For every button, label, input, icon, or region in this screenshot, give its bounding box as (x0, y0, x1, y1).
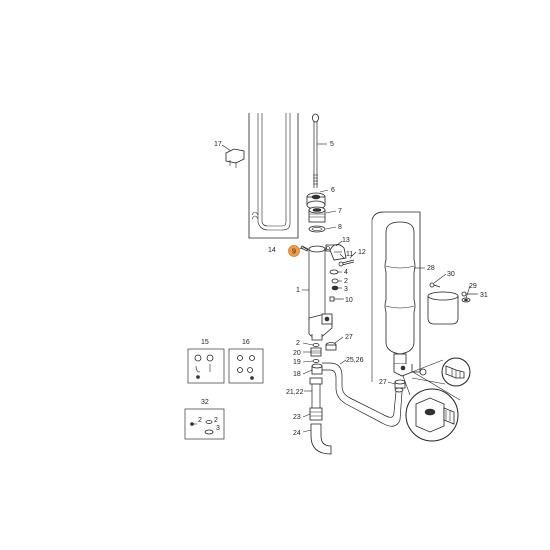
oring-part-8 (308, 225, 326, 233)
bolt-part-30 (429, 282, 441, 288)
nut-part-3 (331, 278, 339, 291)
bolt-part-12 (338, 259, 355, 267)
screw-part-9 (300, 245, 309, 252)
callout-27a[interactable]: 27 (345, 334, 353, 341)
callout-7[interactable]: 7 (338, 208, 342, 215)
fitting-part-27a (325, 342, 337, 351)
frame-14 (248, 113, 299, 239)
callout-highlight-9[interactable] (288, 245, 300, 257)
elbow-part-24 (310, 423, 332, 455)
callout-32[interactable]: 32 (201, 399, 209, 406)
callout-labels: 17 5 6 7 8 14 9 13 11 12 4 2 3 1 10 27 2… (198, 141, 488, 437)
callout-19[interactable]: 19 (293, 359, 301, 366)
washer-part-2b (312, 343, 320, 347)
callout-10[interactable]: 10 (345, 297, 353, 304)
callout-11[interactable]: 11 (346, 251, 353, 258)
clip-part-17 (225, 148, 245, 168)
callout-27b[interactable]: 27 (379, 379, 387, 386)
callout-30[interactable]: 30 (447, 271, 455, 278)
fitting-part-7 (308, 206, 326, 223)
callout-9[interactable]: 9 (292, 249, 296, 256)
callout-24[interactable]: 24 (293, 430, 301, 437)
callout-20[interactable]: 20 (293, 350, 301, 357)
callout-25-26[interactable]: 25,26 (346, 357, 364, 364)
callout-28[interactable]: 28 (427, 265, 435, 272)
part-20 (310, 347, 322, 357)
leader-lines (193, 143, 478, 433)
rod-part-5 (312, 113, 319, 188)
callout-14[interactable]: 14 (268, 247, 276, 254)
part-19 (312, 359, 320, 363)
hose-part-25-26 (322, 362, 404, 427)
callout-13[interactable]: 13 (342, 237, 350, 244)
callout-8[interactable]: 8 (338, 224, 342, 231)
tank-frame (371, 211, 421, 382)
callout-12[interactable]: 12 (358, 249, 366, 256)
callout-23[interactable]: 23 (293, 414, 301, 421)
callout-1[interactable]: 1 (296, 287, 300, 294)
callout-3b[interactable]: 3 (216, 425, 220, 432)
washer-part-4 (329, 269, 339, 275)
washer-part-29 (461, 297, 471, 303)
callout-31[interactable]: 31 (480, 292, 488, 299)
detail-bubble-small (411, 357, 471, 387)
bolt-part-31 (461, 291, 476, 297)
callout-2c[interactable]: 2 (198, 417, 202, 424)
callout-6[interactable]: 6 (331, 187, 335, 194)
callout-15[interactable]: 15 (201, 339, 209, 346)
part-23 (309, 407, 323, 421)
callout-5[interactable]: 5 (330, 141, 334, 148)
bracket-part-28b (427, 291, 459, 325)
kit-box-32 (184, 408, 225, 440)
kit-box-15 (187, 348, 225, 384)
callout-29[interactable]: 29 (469, 283, 477, 290)
fitting-part-27b (394, 379, 406, 389)
tank-part-28 (384, 221, 416, 377)
callout-18[interactable]: 18 (293, 371, 301, 378)
callout-21-22[interactable]: 21,22 (286, 389, 304, 396)
callout-4[interactable]: 4 (344, 269, 348, 276)
pipe-part-21-22 (309, 377, 323, 408)
callout-16[interactable]: 16 (242, 339, 250, 346)
callout-2b[interactable]: 2 (296, 340, 300, 347)
detail-bubble-large (402, 371, 461, 442)
callout-17[interactable]: 17 (214, 141, 222, 148)
elbow-part-18 (311, 363, 323, 375)
bolt-part-10 (329, 296, 342, 302)
tube-part-1 (308, 245, 333, 341)
callout-3a[interactable]: 3 (344, 286, 348, 293)
callout-2a[interactable]: 2 (344, 278, 348, 285)
fitting-part-6 (306, 192, 326, 210)
callout-2d[interactable]: 2 (214, 417, 218, 424)
kit-box-16 (228, 348, 264, 384)
